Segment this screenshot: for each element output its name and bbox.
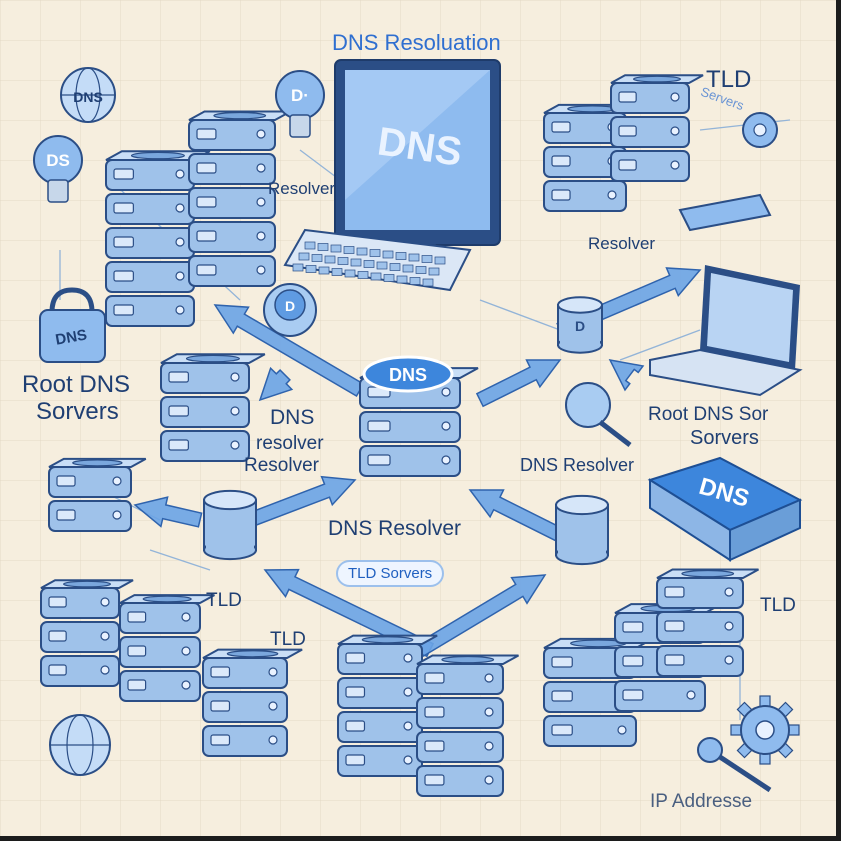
svg-text:DS: DS: [46, 151, 70, 170]
connector-line: [619, 329, 701, 361]
svg-text:DNS: DNS: [389, 365, 427, 385]
lock-icon: DNS: [39, 287, 106, 363]
server-stack-bottom-right-c: [656, 568, 759, 677]
label-root-dns-right-2: Sorvers: [690, 427, 759, 449]
label-dns-center-2: resolver: [256, 433, 324, 454]
keyboard-icon: [283, 228, 472, 292]
monitor-icon: DNS: [334, 59, 501, 271]
server-stack-small-left: [48, 457, 147, 532]
database-icon-left: [203, 489, 257, 561]
svg-text:D·: D·: [291, 86, 309, 105]
label-dns-resolver-right: DNS Resolver: [520, 455, 635, 475]
bulb-icon-top: D·: [275, 70, 325, 138]
arrow-to-left-stack: [213, 304, 365, 398]
server-stack-mid-left: [160, 353, 266, 462]
label-tld-left: TLD: [206, 590, 242, 611]
server-stack-center: [359, 367, 479, 477]
arrow-bottom-left: [263, 568, 435, 658]
server-stack-bottom-left-c: [202, 648, 303, 757]
server-stack-bottom-center-b: [416, 654, 519, 797]
disc-icon: D: [263, 283, 317, 337]
server-stack-tld-top-b: [610, 74, 704, 182]
gear-icon-top: [742, 112, 778, 148]
label-dns-center-1: DNS: [270, 406, 315, 429]
database-icon-right-top: D: [557, 296, 603, 354]
arrow-small-left: [258, 366, 294, 402]
gear-icon: [730, 695, 800, 765]
laptop-icon: [649, 265, 803, 397]
label-ip-address: IP Addresse: [650, 791, 753, 812]
devices: DNS DNS DNS DS D· DNS DNS D D: [33, 59, 803, 793]
label-tld-servers-pill: TLD Sorvers: [336, 560, 445, 587]
connector-line: [479, 299, 561, 331]
plug-icon: [678, 193, 772, 232]
svg-text:DNS: DNS: [73, 89, 103, 105]
globe-icon: DNS: [60, 67, 116, 123]
database-icon-right: [555, 494, 609, 566]
connector-line: [149, 549, 211, 571]
bulb-icon-left: DS: [33, 135, 83, 203]
magnifier-icon: [565, 382, 632, 447]
label-root-dns-left-2: Sorvers: [36, 398, 119, 425]
label-resolver-b: Resolver: [588, 234, 656, 253]
server-stack-root-left-a: [105, 150, 211, 327]
server-stack-bottom-right-a: [543, 637, 654, 747]
label-resolver-a: Resolver: [268, 179, 336, 198]
server-stack-tld-top-a: [543, 103, 642, 212]
svg-text:D: D: [575, 318, 585, 334]
server-stack-bottom-left-b: [119, 594, 215, 702]
arrow-left-to-center: [246, 475, 357, 528]
dns-appliance-box: DNS: [647, 456, 803, 562]
arrow-bottom-right: [415, 574, 547, 658]
center-dns-badge: DNS: [362, 355, 454, 393]
server-stack-bottom-center-a: [337, 634, 438, 777]
arrow-to-left-small: [133, 496, 203, 528]
label-root-dns-left-1: Root DNS: [22, 371, 131, 398]
arrow-center-up-right: [475, 359, 562, 408]
diagram-title: DNS Resoluation: [332, 30, 501, 55]
globe-icon-bottom: [49, 714, 111, 776]
svg-text:D: D: [285, 298, 295, 314]
key-icon: [697, 737, 772, 793]
label-tld-right: TLD: [760, 595, 796, 616]
label-root-dns-right-1: Root DNS Sor: [648, 404, 769, 425]
arrow-small-right: [608, 358, 645, 392]
label-tld-left-2: TLD: [270, 629, 306, 650]
server-stack-root-left-b: [188, 110, 291, 287]
server-stack-bottom-left-a: [40, 579, 134, 687]
svg-text:DNS: DNS: [54, 326, 88, 348]
flow-arrows: [133, 267, 702, 658]
label-tld-top: TLD: [706, 66, 752, 93]
label-dns-center-3: Resolver: [244, 455, 319, 476]
label-dns-resolver-mid: DNS Resolver: [328, 517, 462, 540]
server-stacks: [40, 74, 759, 797]
